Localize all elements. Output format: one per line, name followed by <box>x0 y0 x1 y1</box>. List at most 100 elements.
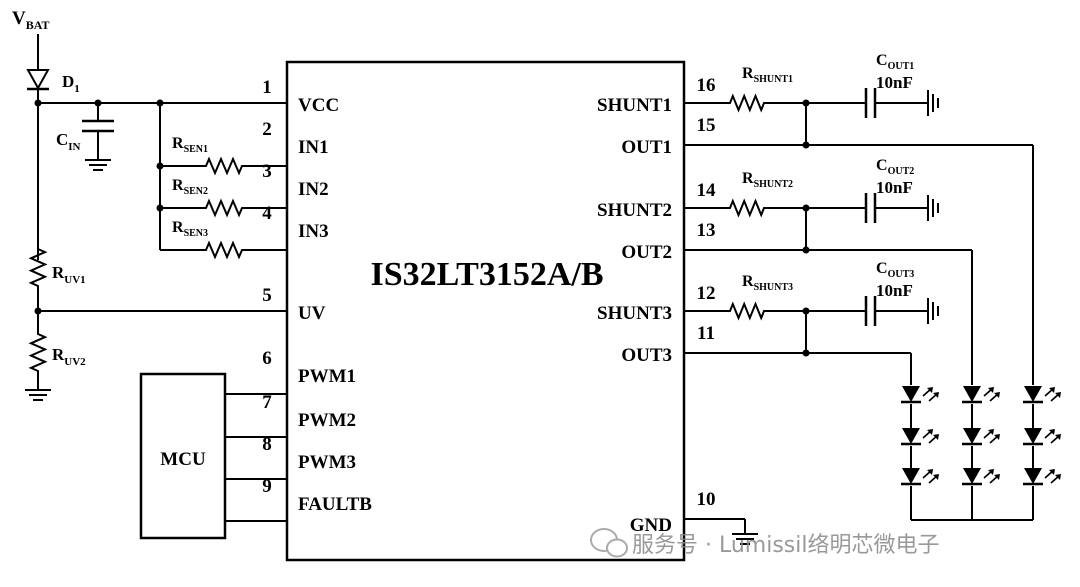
d1-label-main: D <box>62 72 74 91</box>
resistor-rsen3 <box>200 240 248 260</box>
junction-dot <box>802 141 810 149</box>
led <box>901 386 921 404</box>
led-triangle <box>902 386 920 402</box>
labels: 1VCC2IN13IN24IN35UV6PWM17PWM28PWM39FAULT… <box>12 8 914 536</box>
arrow-head <box>1049 429 1055 435</box>
rsen1-label-sub: SEN1 <box>184 144 208 155</box>
rshunt3-label: RSHUNT3 <box>742 273 793 293</box>
arrow-head <box>988 429 994 435</box>
pin-name-in1: IN1 <box>298 137 329 158</box>
arrow-head <box>1055 434 1061 440</box>
junction-dot <box>802 349 810 357</box>
arrow-head <box>927 387 933 393</box>
junction-dot <box>802 246 810 254</box>
arrow-head <box>988 387 994 393</box>
pin-number-right: 12 <box>697 283 716 304</box>
pin-name-out1: OUT1 <box>621 137 672 158</box>
arrow-head <box>988 469 994 475</box>
ruv2-ground <box>25 389 51 401</box>
arrow-head <box>927 469 933 475</box>
pin-number-left: 4 <box>262 203 272 224</box>
led-triangle <box>1024 386 1042 402</box>
watermark: 服务号 · Lumissil络明芯微电子 <box>590 528 940 558</box>
pin-number-left: 1 <box>262 77 272 98</box>
d1-label: D1 <box>62 72 80 95</box>
rsen2-label: RSEN2 <box>172 177 208 197</box>
pin-name-pwm2: PWM2 <box>298 410 356 431</box>
pin-name-faultb: FAULTB <box>298 494 372 515</box>
led <box>1023 386 1043 404</box>
junction-dot <box>802 307 810 315</box>
ruv1-label: RUV1 <box>52 263 86 286</box>
cout1-label-sub: OUT1 <box>888 61 915 72</box>
rshunt1-label-sub: SHUNT1 <box>754 74 793 85</box>
cin-label: CIN <box>56 130 81 153</box>
ruv2-label-sub: UV2 <box>64 356 86 368</box>
arrow-head <box>1055 474 1061 480</box>
led <box>901 468 921 486</box>
led <box>962 386 982 404</box>
led-triangle <box>963 468 981 484</box>
pin-number-left: 2 <box>262 119 272 140</box>
cin-ground <box>85 159 111 171</box>
resistor-rsen1 <box>200 156 248 176</box>
arrow-head <box>994 474 1000 480</box>
emission-arrows <box>983 469 1000 484</box>
pin-number-left: 3 <box>262 161 272 182</box>
pin-name-out3: OUT3 <box>621 345 672 366</box>
pin-name-pwm3: PWM3 <box>298 452 356 473</box>
resistor-ruv2 <box>28 330 48 375</box>
junction-dot <box>156 204 164 212</box>
vbat-label-main: V <box>12 8 26 29</box>
rshunt1-label: RSHUNT1 <box>742 65 793 85</box>
emission-arrows <box>1044 429 1061 444</box>
junction-dot <box>156 162 164 170</box>
pin-name-in2: IN2 <box>298 179 329 200</box>
ic-name: IS32LT3152A/B <box>370 256 603 293</box>
components <box>25 60 1061 562</box>
resistor-ruv1 <box>28 245 48 290</box>
ruv1-label-sub: UV1 <box>64 274 85 286</box>
cout1-label: COUT1 <box>876 52 914 72</box>
pin-name-vcc: VCC <box>298 95 339 116</box>
cout3-label: COUT3 <box>876 260 914 280</box>
rshunt3-label-main: R <box>742 273 754 290</box>
rsen1-label: RSEN1 <box>172 135 208 155</box>
wechat-bubble-small <box>606 538 628 558</box>
vbat-label-sub: BAT <box>26 18 50 32</box>
mcu-box <box>139 372 227 540</box>
emission-arrows <box>983 429 1000 444</box>
junction-dot <box>802 204 810 212</box>
junction-dot <box>34 99 42 107</box>
cout3-value: 10nF <box>876 281 913 300</box>
led-triangle <box>963 428 981 444</box>
rsen2-label-main: R <box>172 177 184 194</box>
cin-label-sub: IN <box>68 141 80 153</box>
led-triangle <box>1024 428 1042 444</box>
led <box>962 468 982 486</box>
emission-arrows <box>983 387 1000 402</box>
junction-dot <box>802 99 810 107</box>
emission-arrows <box>922 469 939 484</box>
pin-name-shunt1: SHUNT1 <box>597 95 672 116</box>
gnd-ground <box>732 533 758 545</box>
cout1-label-main: C <box>876 52 888 69</box>
led <box>1023 428 1043 446</box>
ic-body <box>285 60 686 562</box>
d1-label-sub: 1 <box>74 83 80 95</box>
arrow-head <box>1055 392 1061 398</box>
led-triangle <box>902 428 920 444</box>
pin-name-shunt2: SHUNT2 <box>597 200 672 221</box>
emission-arrows <box>922 429 939 444</box>
rsen3-label-main: R <box>172 219 184 236</box>
cout3-ground <box>927 298 939 324</box>
wechat-icon <box>590 528 628 558</box>
junction-dot <box>94 99 102 107</box>
cin-label-main: C <box>56 130 68 149</box>
pin-number-left: 7 <box>262 392 272 413</box>
arrow-head <box>1049 387 1055 393</box>
vbat-label: VBAT <box>12 8 50 32</box>
pin-number-left: 9 <box>262 476 272 497</box>
arrow-head <box>933 474 939 480</box>
rshunt2-label-main: R <box>742 170 754 187</box>
